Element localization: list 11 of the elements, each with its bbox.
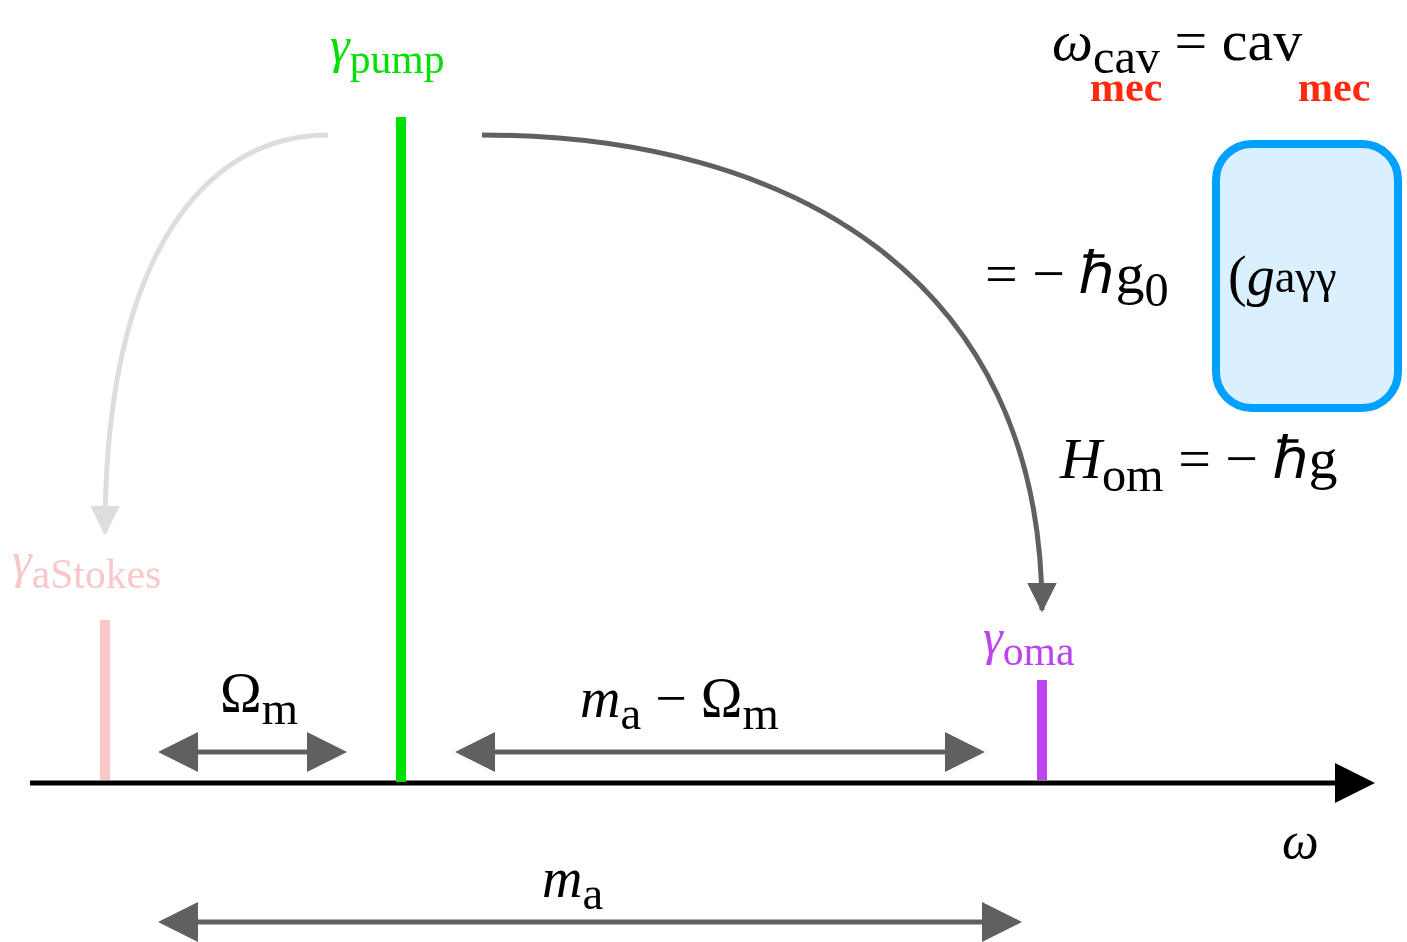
peak-label: γ$_{pump}$ xyxy=(330,20,445,81)
peak-label: γ$_{oma}$ xyxy=(983,612,1075,673)
dimension-label: Ω$_{m}$ xyxy=(220,665,298,732)
curved-arrow xyxy=(481,132,1056,613)
subscript-text: mec xyxy=(1298,66,1371,108)
dimension-label: m$_{a}$ − Ω$_{m}$ xyxy=(580,670,779,737)
axis-label: ω xyxy=(1282,815,1319,867)
curved-arrow xyxy=(90,132,329,536)
equation-text: H$_{om}$ = − ℏg xyxy=(1060,430,1338,499)
dimension-label: m$_{a}$ xyxy=(542,850,604,917)
equation-text: = − ℏg$_{0}$ xyxy=(985,245,1169,314)
